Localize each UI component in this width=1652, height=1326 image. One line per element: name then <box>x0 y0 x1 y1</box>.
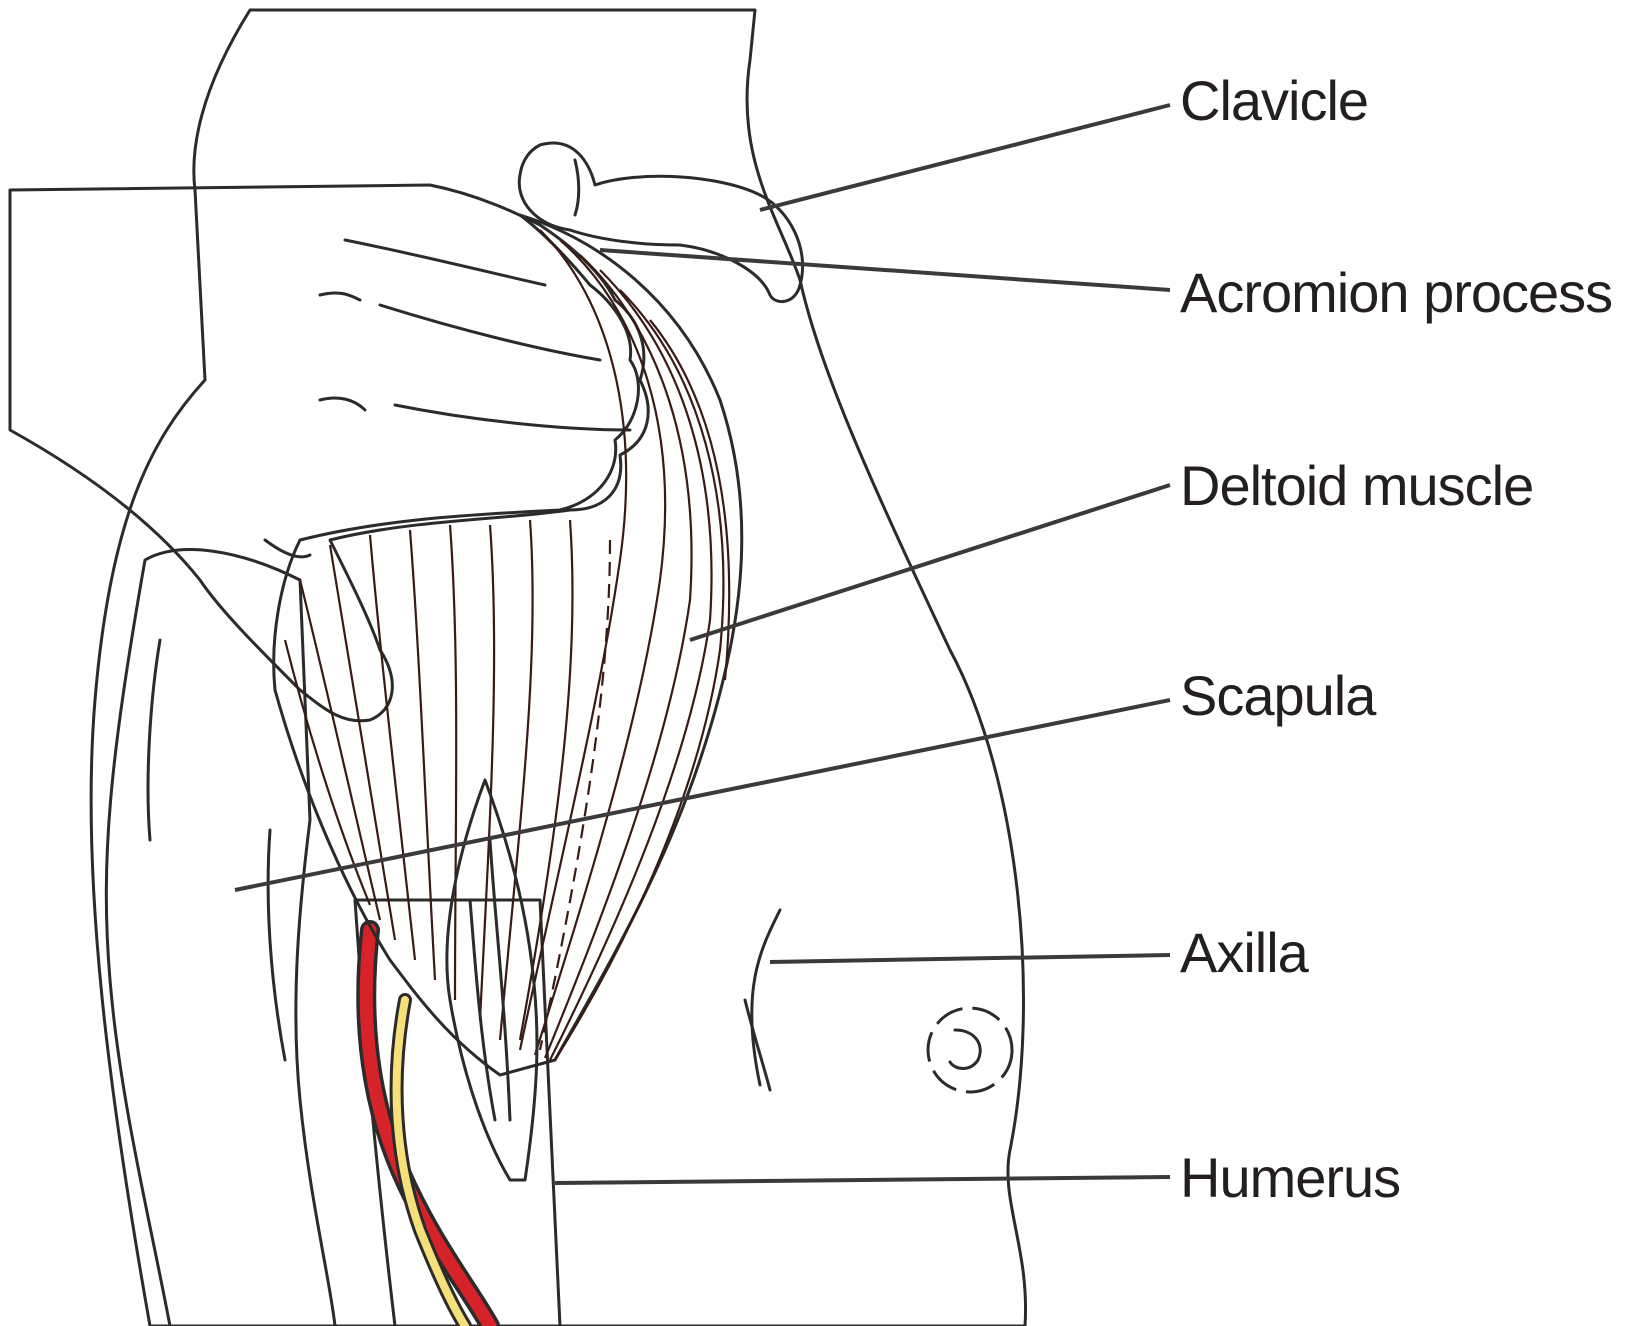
humerus-label: Humerus <box>1180 1146 1400 1209</box>
humerus-leader <box>555 1177 1170 1183</box>
axilla-label: Axilla <box>1180 921 1310 984</box>
deltoid-fibers <box>285 230 729 1060</box>
acromion-leader <box>600 250 1170 290</box>
clavicle-leader <box>760 105 1170 210</box>
clavicle-bone <box>519 143 802 302</box>
clavicle-label: Clavicle <box>1180 69 1368 132</box>
axilla-leader <box>770 955 1170 962</box>
scapula-leader <box>235 700 1170 890</box>
examiner-hand <box>10 185 648 721</box>
scapula-label: Scapula <box>1180 664 1377 727</box>
scapula-bone <box>106 550 335 1326</box>
shoulder-skin <box>91 10 1025 1326</box>
deltoid-label: Deltoid muscle <box>1180 454 1533 517</box>
acromion-label: Acromion process <box>1180 261 1612 324</box>
deltoid-leader <box>690 485 1170 640</box>
deltoid-tendon <box>447 780 537 1180</box>
